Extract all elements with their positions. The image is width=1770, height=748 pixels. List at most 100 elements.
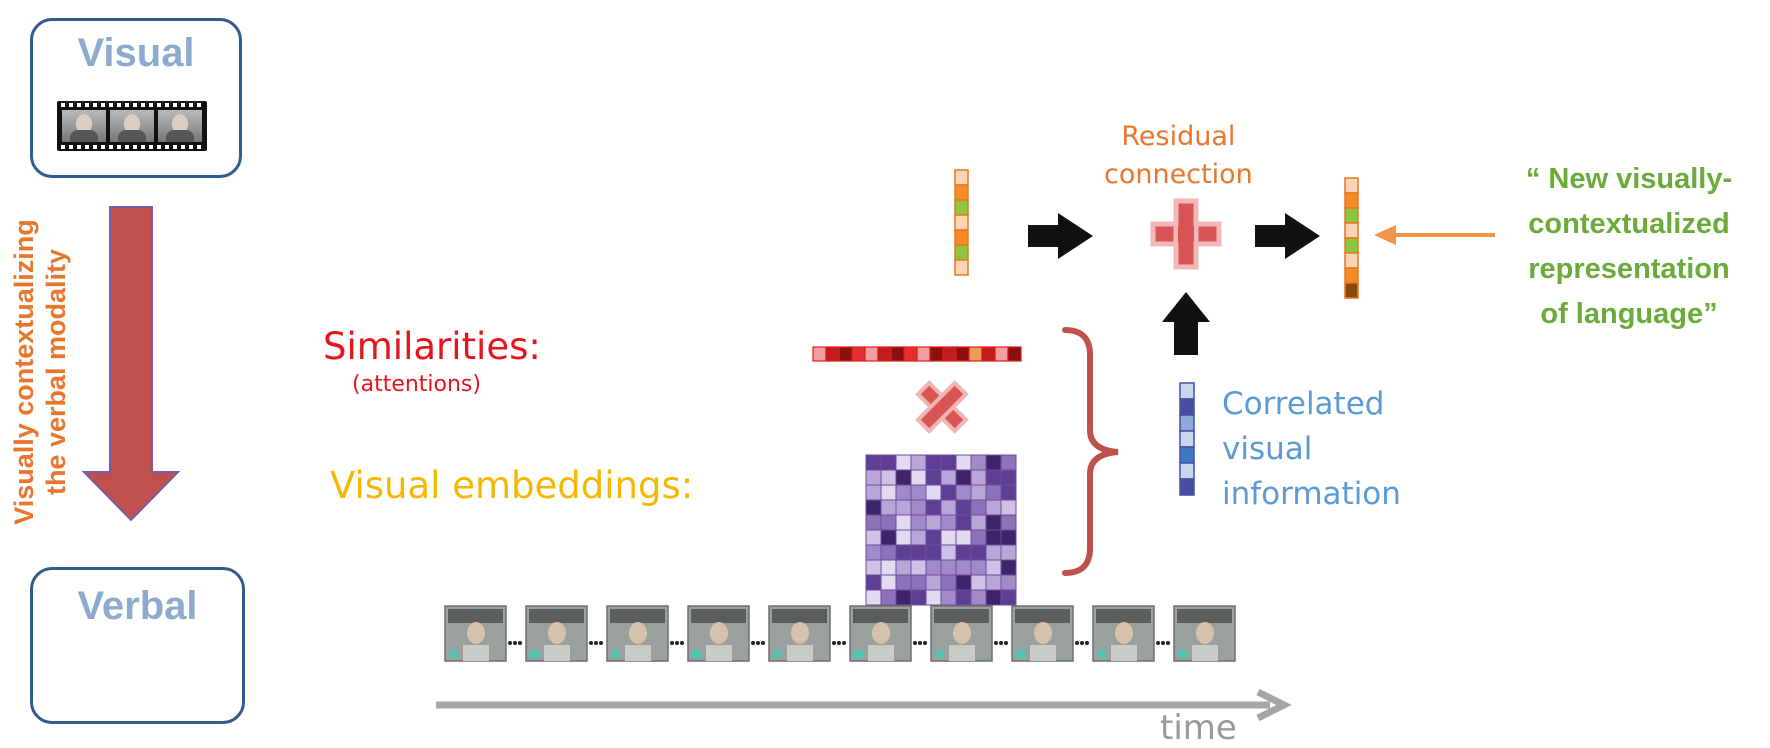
output-line2: contextualized	[1528, 208, 1730, 240]
ellipsis-dot	[761, 641, 765, 645]
visual-box: Visual	[30, 18, 242, 178]
embedding-cell	[955, 469, 972, 486]
embedding-cell	[940, 499, 957, 516]
frame-face	[1034, 622, 1052, 644]
ellipsis-dot	[508, 641, 512, 645]
embedding-cell	[895, 469, 912, 486]
ellipsis-dot	[842, 641, 846, 645]
embedding-cell	[925, 574, 942, 591]
embedding-cell	[985, 499, 1002, 516]
embedding-cell	[925, 529, 942, 546]
embedding-cell	[880, 559, 897, 576]
similarity-cell	[1007, 346, 1022, 362]
ellipsis-dot	[1080, 641, 1084, 645]
similarity-cell	[942, 346, 957, 362]
frame-shirt	[463, 645, 489, 661]
embedding-cell	[895, 514, 912, 531]
similarity-cell	[851, 346, 866, 362]
ellipsis-dot	[913, 641, 917, 645]
plus-icon	[1150, 198, 1222, 270]
output-vector-cell	[1344, 192, 1359, 209]
up-arrow-icon	[1162, 292, 1210, 355]
embedding-cell	[895, 544, 912, 561]
similarity-cell	[994, 346, 1009, 362]
embedding-cell	[985, 454, 1002, 471]
ellipsis-dot	[670, 641, 674, 645]
embedding-cell	[880, 529, 897, 546]
video-frames-row	[444, 605, 1236, 662]
embedding-cell	[925, 484, 942, 501]
frame-face	[1115, 622, 1133, 644]
ellipsis-dot	[1166, 641, 1170, 645]
embedding-cell	[940, 514, 957, 531]
embedding-cell	[895, 454, 912, 471]
embedding-cell	[970, 589, 987, 606]
multiply-icon	[915, 380, 969, 434]
ellipsis-dot	[999, 641, 1003, 645]
similarities-vector	[812, 346, 1022, 362]
embedding-cell	[865, 559, 882, 576]
embedding-cell	[955, 529, 972, 546]
output-vector-cell	[1344, 252, 1359, 269]
embedding-cell	[895, 559, 912, 576]
frame-ceiling	[610, 609, 665, 623]
embedding-cell	[895, 589, 912, 606]
frame-face	[548, 622, 566, 644]
frame-logo	[1097, 650, 1106, 658]
time-label: time	[1160, 708, 1237, 748]
correlated-visual-label: Correlated visual information	[1222, 382, 1401, 517]
embedding-cell	[865, 499, 882, 516]
embedding-cell	[1000, 514, 1017, 531]
correlated-vector-cell	[1179, 382, 1195, 400]
residual-line1: Residual	[1121, 121, 1236, 152]
correlated-vector-cell	[1179, 430, 1195, 448]
visual-title: Visual	[77, 31, 195, 75]
ellipsis-dot	[751, 641, 755, 645]
embedding-cell	[1000, 484, 1017, 501]
embedding-cell	[970, 454, 987, 471]
similarity-cell	[903, 346, 918, 362]
embedding-cell	[880, 589, 897, 606]
embedding-cell	[880, 454, 897, 471]
ellipsis-dot	[837, 641, 841, 645]
frame-face	[1196, 622, 1214, 644]
embedding-cell	[955, 589, 972, 606]
correlated-vector-cell	[1179, 462, 1195, 480]
embedding-cell	[955, 514, 972, 531]
embedding-cell	[865, 544, 882, 561]
frame-ceiling	[529, 609, 584, 623]
output-line3: representation	[1528, 253, 1730, 285]
embedding-cell	[880, 574, 897, 591]
visual-embeddings-label: Visual embeddings:	[330, 464, 694, 507]
embedding-cell	[970, 544, 987, 561]
similarity-cell	[877, 346, 892, 362]
embedding-cell	[1000, 544, 1017, 561]
ellipsis-dot	[518, 641, 522, 645]
embedding-cell	[985, 544, 1002, 561]
embedding-cell	[985, 529, 1002, 546]
frame-ceiling	[1015, 609, 1070, 623]
embedding-cell	[955, 574, 972, 591]
side-caption-line2: the verbal modality	[41, 248, 71, 496]
embedding-cell	[970, 514, 987, 531]
embedding-cell	[895, 574, 912, 591]
embedding-cell	[865, 469, 882, 486]
embedding-cell	[970, 499, 987, 516]
output-vector-cell	[1344, 207, 1359, 224]
ellipsis-dot	[1004, 641, 1008, 645]
embedding-cell	[925, 559, 942, 576]
frame-logo	[530, 650, 539, 658]
embedding-cell	[910, 574, 927, 591]
embedding-cell	[880, 484, 897, 501]
embedding-cell	[865, 589, 882, 606]
similarity-cell	[981, 346, 996, 362]
language-vector-cell	[954, 214, 969, 231]
frame-shirt	[1030, 645, 1056, 661]
embedding-cell	[955, 544, 972, 561]
correlated-vector-cell	[1179, 398, 1195, 416]
ellipsis-dot	[1156, 641, 1160, 645]
ellipsis-dot	[680, 641, 684, 645]
similarity-cell	[916, 346, 931, 362]
embedding-cell	[880, 499, 897, 516]
similarity-cell	[838, 346, 853, 362]
